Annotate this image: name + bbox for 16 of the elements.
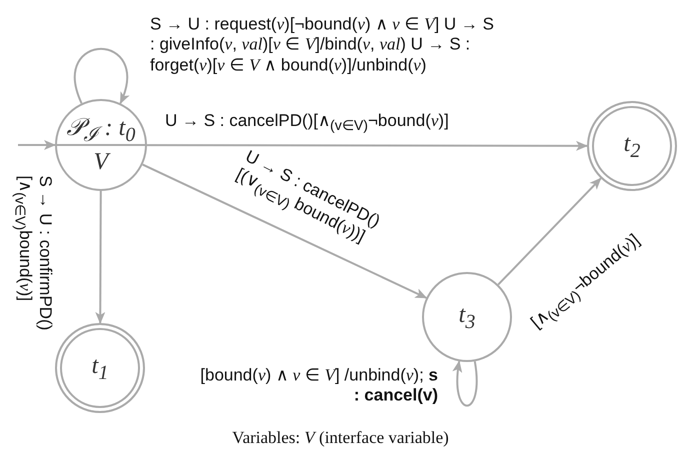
state-name: t$_{2}$ xyxy=(624,132,640,160)
transition-label: U → S : cancelPD()[∧$_{(v∈V)}$¬bound(v)] xyxy=(165,110,450,136)
transition-arrow xyxy=(74,48,129,104)
transition-label: [bound(v) ∧ v ∈ V] /unbind(v); s : cancel(v) xyxy=(199,366,438,406)
state-name: t$_{3}$ xyxy=(458,302,476,332)
transition-arrow xyxy=(142,164,428,299)
state-name: 𝒫$_{ℐ}$ : t$_{0}$ xyxy=(66,116,136,144)
transition-arrow xyxy=(18,140,56,150)
transition-arrow xyxy=(452,360,478,406)
transition-label: S → U : request(v)[¬bound(v) ∧ v ∈ V] U → S : giveInfo(v, val)[v ∈ V]/bind(v, val) U → S : forget(v)[v ∈ V ∧ bound(v)]/unbind(v) xyxy=(150,14,495,76)
state-name: t$_{1}$ xyxy=(92,354,108,382)
transition-arrow xyxy=(498,178,602,286)
transition-arrow xyxy=(95,191,106,324)
transition-arrow xyxy=(147,140,588,151)
caption: Variables: V (interface variable) xyxy=(231,428,450,448)
state-variable: V xyxy=(94,150,108,174)
